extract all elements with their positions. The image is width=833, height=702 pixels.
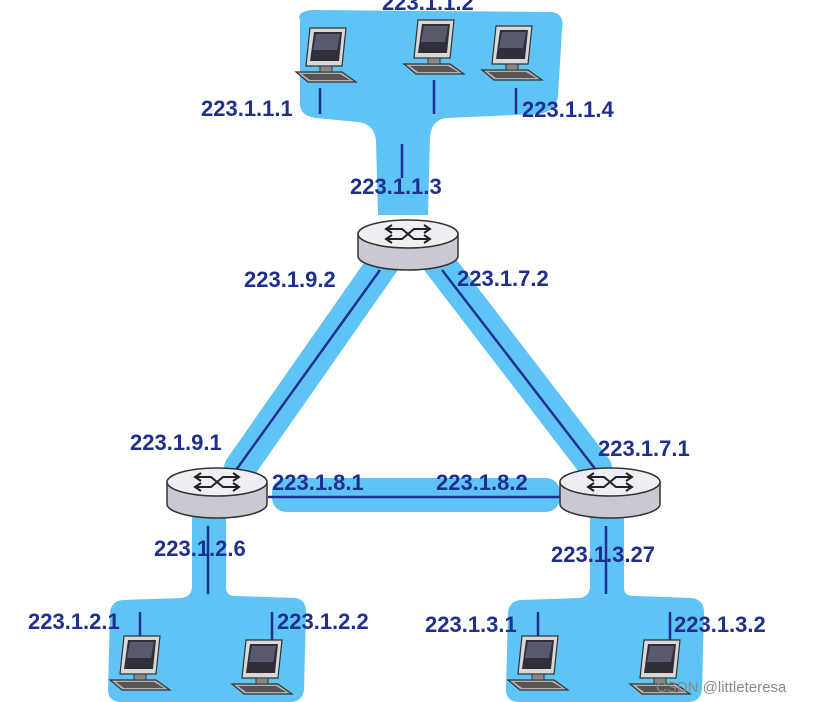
label-host-223-1-3-1: 223.1.3.1 (425, 612, 517, 637)
label-link-left-right-right-end: 223.1.8.2 (436, 470, 528, 495)
label-host-223-1-2-2: 223.1.2.2 (277, 609, 369, 634)
label-host-223-1-1-2: 223.1.1.2 (382, 0, 474, 15)
label-router-left-iface-subnet: 223.1.2.6 (154, 536, 246, 561)
label-host-223-1-1-1: 223.1.1.1 (201, 96, 293, 121)
link-top-right (441, 269, 597, 471)
router-icon (357, 219, 459, 271)
host-wires (138, 80, 672, 640)
link-top-left (234, 269, 382, 471)
router-top (357, 219, 459, 271)
watermark: CSDN @littleteresa (656, 679, 787, 696)
label-router-right-iface-subnet: 223.1.3.27 (551, 542, 655, 567)
label-host-223-1-2-1: 223.1.2.1 (28, 609, 120, 634)
router-left (166, 467, 268, 519)
label-host-223-1-3-2: 223.1.3.2 (674, 612, 766, 637)
router-icon (559, 467, 661, 519)
label-host-223-1-1-4: 223.1.1.4 (522, 97, 615, 122)
label-link-top-right-right-end: 223.1.7.1 (598, 436, 690, 461)
router-right (559, 467, 661, 519)
label-link-left-right-left-end: 223.1.8.1 (272, 470, 364, 495)
router-icon (166, 467, 268, 519)
label-link-top-right-top-end: 223.1.7.2 (457, 266, 549, 291)
label-link-top-left-left-end: 223.1.9.1 (130, 430, 222, 455)
label-link-top-left-top-end: 223.1.9.2 (244, 267, 336, 292)
label-router-top-iface-subnet: 223.1.1.3 (350, 174, 442, 199)
